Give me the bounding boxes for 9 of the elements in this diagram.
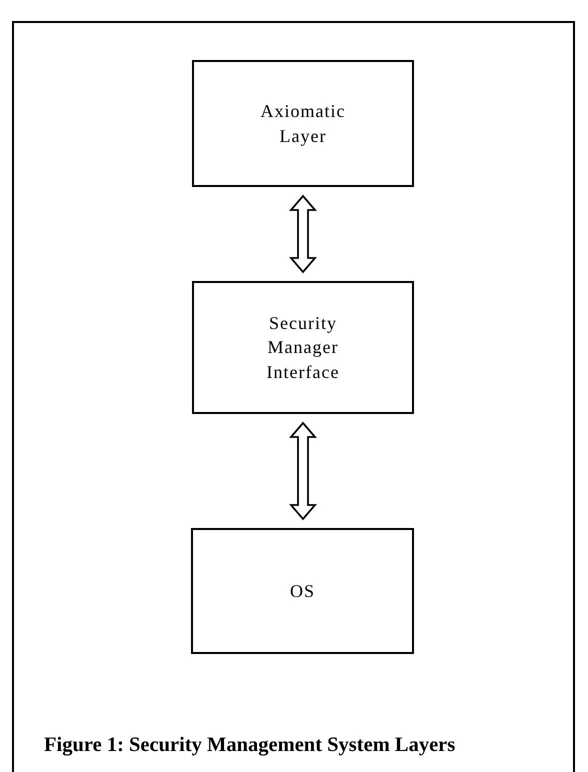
layer-label: OS xyxy=(288,580,316,603)
layer-box xyxy=(191,528,414,654)
double-arrow xyxy=(289,422,317,520)
layer-label: Axiomatic Layer xyxy=(260,100,346,148)
figure-caption: Figure 1: Security Management System Layers xyxy=(44,734,456,757)
layer-box xyxy=(192,60,414,187)
double-arrow xyxy=(289,194,317,274)
layer-box xyxy=(192,281,414,414)
layer-label: Security Manager Interface xyxy=(266,312,340,384)
